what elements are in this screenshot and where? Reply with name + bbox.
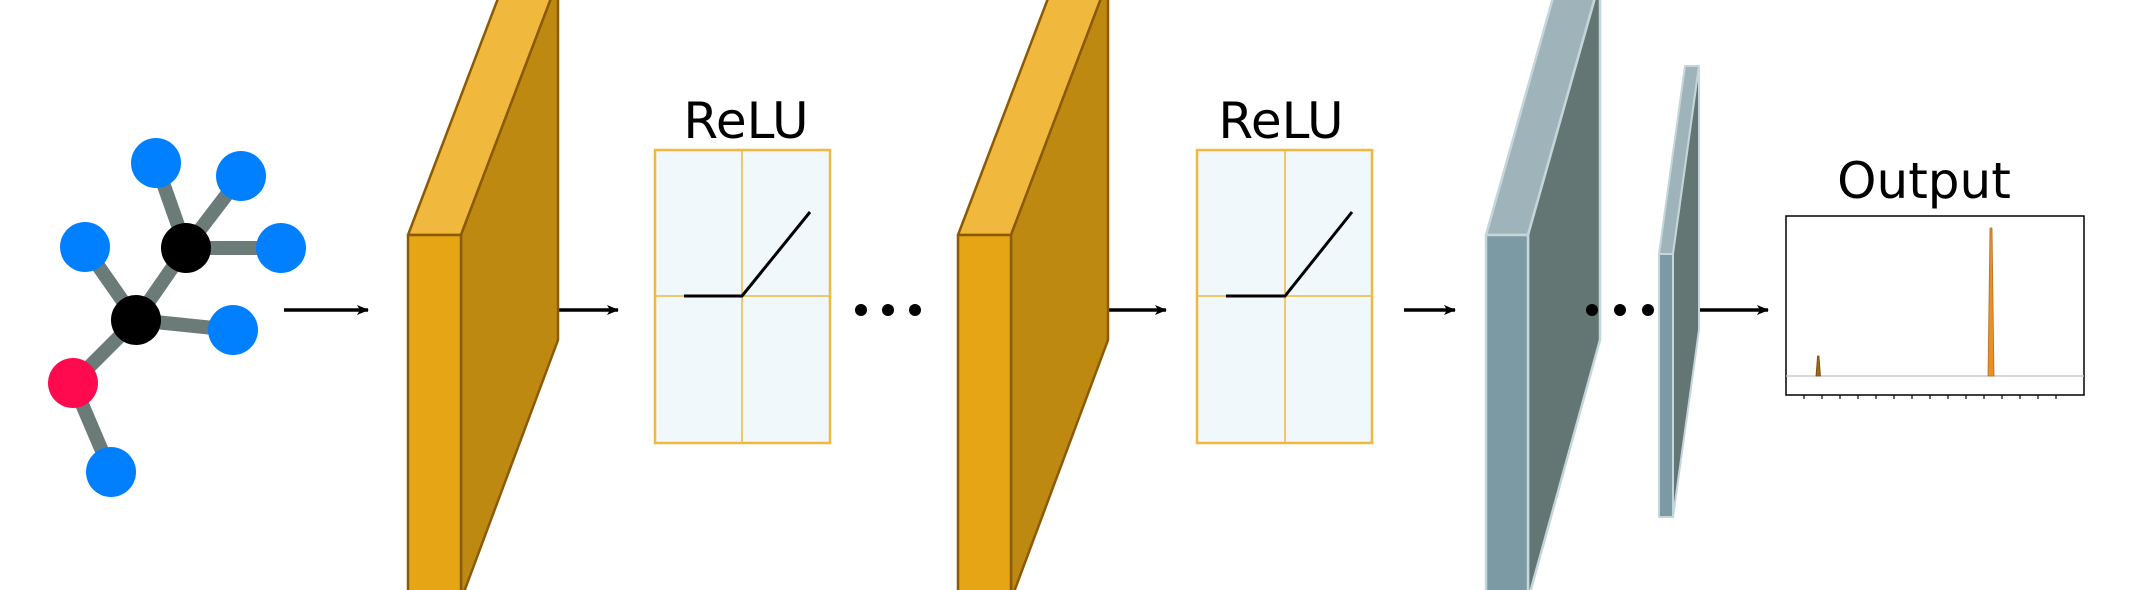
hydrogen-atom	[60, 222, 110, 272]
layer-front-face	[956, 233, 1013, 590]
relu-block-1: ReLU	[653, 92, 832, 445]
molecule-icon	[48, 138, 306, 497]
hydrogen-atom	[131, 138, 181, 188]
hydrogen-atom	[208, 305, 258, 355]
output-label: Output	[1837, 152, 2011, 210]
spectrum-peak	[1987, 227, 1995, 377]
spectrum-ticks	[1803, 395, 2057, 399]
relu-label: ReLU	[1218, 92, 1343, 150]
hydrogen-atom	[86, 447, 136, 497]
relu-plot-icon	[1195, 148, 1374, 445]
carbon-atom	[161, 223, 211, 273]
oxygen-atom	[48, 358, 98, 408]
molecule-atoms	[48, 138, 306, 497]
layer-front-face	[1484, 233, 1530, 590]
relu-label: ReLU	[683, 92, 808, 150]
dense-layer-2	[956, 0, 1110, 590]
ellipsis-icon	[1586, 304, 1654, 316]
hydrogen-atom	[256, 223, 306, 273]
carbon-atom	[111, 295, 161, 345]
spectrum-plot-icon	[1785, 215, 2085, 399]
ellipsis-icon	[855, 304, 921, 316]
hydrogen-atom	[216, 151, 266, 201]
output-layer-2	[1658, 65, 1700, 518]
layer-front-face	[406, 233, 463, 590]
layer-front-face	[1658, 253, 1674, 518]
output-layer-1	[1484, 0, 1602, 590]
relu-block-2: ReLU	[1195, 92, 1374, 445]
spectrum-peak-small	[1815, 355, 1821, 377]
output-block: Output	[1785, 152, 2085, 399]
relu-plot-icon	[653, 148, 832, 445]
dense-layer-1	[406, 0, 560, 590]
